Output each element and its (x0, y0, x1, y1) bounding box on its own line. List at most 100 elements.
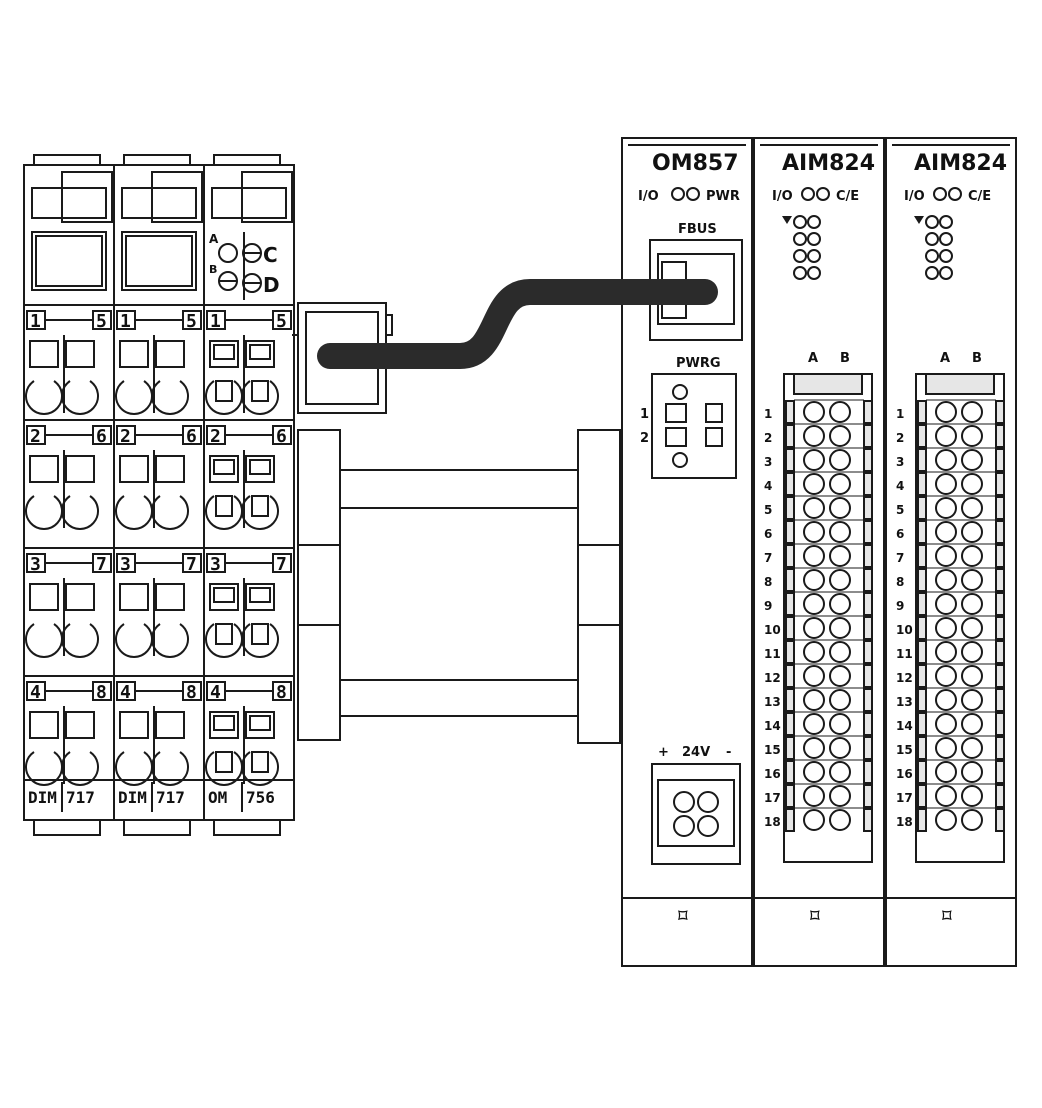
wire-entry-square (215, 380, 233, 402)
terminal-clip-left (917, 640, 927, 664)
io-led-icon (801, 187, 815, 201)
terminal-clip-right (995, 592, 1005, 616)
terminal-clip-left (917, 688, 927, 712)
terminal-row-label: 15 (896, 743, 913, 757)
terminal-number-right: 5 (276, 311, 287, 332)
terminal-b-icon (961, 401, 983, 423)
module-number-label: 756 (246, 788, 275, 807)
terminal-b-icon (829, 521, 851, 543)
channel-led-icon (925, 249, 939, 263)
terminal-clip-right (863, 424, 873, 448)
release-button (29, 711, 59, 739)
module-top-bay (211, 187, 287, 219)
release-button (29, 340, 59, 368)
wire-entry-icon (115, 495, 153, 530)
release-button (155, 583, 185, 611)
terminal-clip-right (863, 592, 873, 616)
terminal-row-label: 10 (896, 623, 913, 637)
wire-entry-icon (25, 495, 63, 530)
terminal-number-right: 8 (276, 682, 287, 703)
supply-minus-label: - (726, 745, 731, 760)
module-top-bay (31, 187, 107, 219)
pwrg-screw-top-icon (672, 384, 688, 400)
channel-led-icon (925, 266, 939, 280)
terminal-clip-right (995, 448, 1005, 472)
terminal-clip-right (995, 640, 1005, 664)
terminal-row-label: 7 (764, 551, 772, 565)
terminal-number-right: 8 (186, 682, 197, 703)
terminal-row-label: 6 (896, 527, 904, 541)
terminal-a-icon (803, 521, 825, 543)
terminal-block-top (793, 373, 863, 395)
terminal-a-icon (935, 521, 957, 543)
terminal-b-icon (829, 737, 851, 759)
terminal-a-icon (803, 665, 825, 687)
terminal-a-icon (803, 809, 825, 831)
release-button (155, 711, 185, 739)
terminal-a-icon (935, 593, 957, 615)
module-latch (151, 171, 203, 223)
terminal-clip-left (785, 616, 795, 640)
terminal-clip-right (863, 448, 873, 472)
terminal-clip-right (995, 400, 1005, 424)
wire-entry-square (251, 380, 269, 402)
module-window-inner (35, 235, 103, 287)
terminal-row-label: 14 (896, 719, 913, 733)
terminal-number-left: 2 (120, 426, 131, 447)
pwrg-connector (651, 373, 737, 479)
terminal-a-icon (935, 713, 957, 735)
terminal-number-left: 4 (30, 682, 41, 703)
release-button-inner (213, 715, 235, 731)
terminal-row-label: 18 (764, 815, 781, 829)
terminal-row-label: 10 (764, 623, 781, 637)
terminal-b-icon (829, 617, 851, 639)
terminal-row-label: 9 (764, 599, 772, 613)
terminal-b-icon (961, 545, 983, 567)
terminal-b-icon (961, 761, 983, 783)
supply-connector-inner (657, 779, 735, 847)
aim-title: AIM824 (782, 151, 875, 176)
supply-terminal-icon (697, 791, 719, 813)
channel-arrow-icon (914, 216, 924, 224)
supply-terminal-icon (673, 791, 695, 813)
supply-volt-label: 24V (682, 745, 710, 760)
terminal-b-icon (829, 689, 851, 711)
terminal-a-icon (803, 449, 825, 471)
terminal-clip-right (863, 400, 873, 424)
terminal-clip-right (863, 784, 873, 808)
wire-entry-icon (61, 751, 99, 786)
fbus-label: FBUS (678, 222, 717, 237)
fieldbus-cable-line (317, 279, 718, 369)
terminal-row-label: 5 (896, 503, 904, 517)
led-a-icon (218, 243, 238, 263)
terminal-row-label: 8 (896, 575, 904, 589)
io-led-icon (933, 187, 947, 201)
channel-led-icon (793, 249, 807, 263)
terminal-clip-left (785, 424, 795, 448)
wire-entry-icon (115, 380, 153, 415)
terminal-b-icon (829, 545, 851, 567)
channel-led-icon (939, 232, 953, 246)
release-button (119, 583, 149, 611)
terminal-row-label: 18 (896, 815, 913, 829)
terminal-b-icon (829, 713, 851, 735)
om857-pwr-label: PWR (706, 189, 740, 204)
terminal-clip-right (995, 520, 1005, 544)
terminal-clip-left (917, 424, 927, 448)
terminal-clip-right (863, 496, 873, 520)
foot-latch-icon: ⌑ (942, 906, 952, 927)
terminal-clip-right (995, 472, 1005, 496)
module-latch (61, 171, 113, 223)
terminal-b-icon (829, 593, 851, 615)
terminal-clip-right (995, 616, 1005, 640)
column-b-label: B (840, 351, 850, 366)
terminal-a-icon (803, 497, 825, 519)
terminal-clip-left (785, 736, 795, 760)
column-a-label: A (940, 351, 950, 366)
terminal-clip-right (863, 520, 873, 544)
channel-led-icon (807, 249, 821, 263)
aim-ce-label: C/E (836, 189, 859, 204)
terminal-clip-left (785, 496, 795, 520)
